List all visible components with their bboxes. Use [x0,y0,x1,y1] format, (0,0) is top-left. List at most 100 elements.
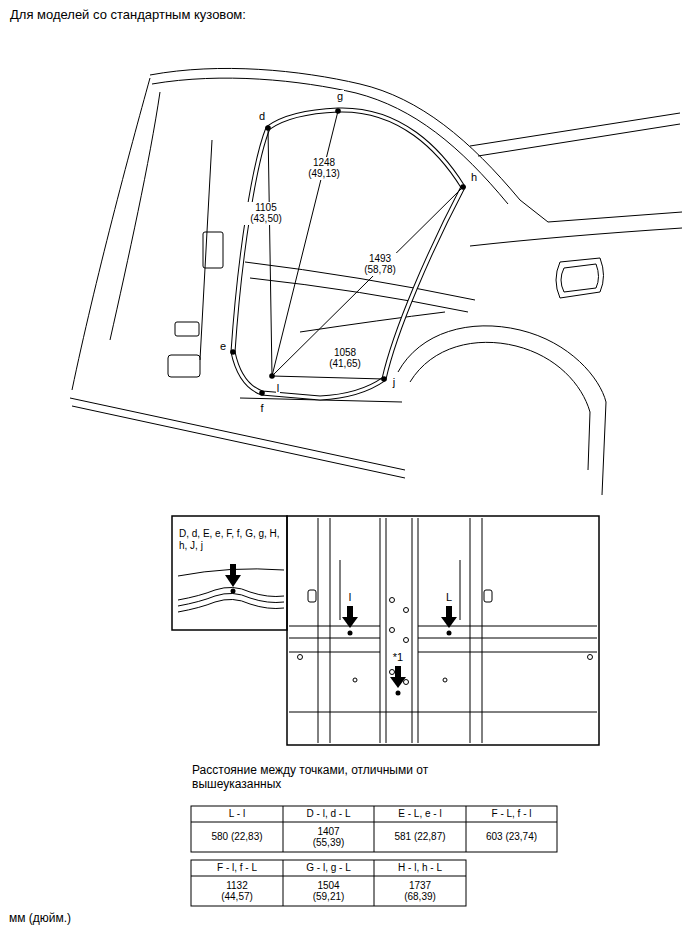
table-header-cell: H - l, h - L [397,862,443,874]
floor-inset [588,655,593,660]
dimension-table [374,806,375,852]
table-value-cell: 1132 (44,57) [210,880,264,903]
measuring-point [230,108,466,396]
floor-inset [484,590,492,602]
floor-inset [289,626,380,627]
dimension-line [272,376,384,379]
floor-inset [287,516,599,745]
table-header-cell: G - l, g - L [305,862,351,874]
floor-inset [482,518,483,743]
floor-inset [418,626,597,627]
dimension-table [466,806,467,852]
car-body-outline [300,312,445,332]
dimension-table [191,876,466,877]
car-body-outline [556,258,604,298]
car-body-outline [588,412,590,470]
floor-inset [404,608,409,613]
point-label: d [258,110,266,123]
floor-inset [446,606,452,618]
car-body-outline [203,232,223,268]
seam-inset [172,516,287,630]
dimension-table [191,806,557,906]
measuring-point [335,108,341,114]
measuring-point [460,184,466,190]
car-body-outline [150,68,548,222]
door-opening-seal [233,110,463,398]
car-body-outline [72,78,150,390]
car-body-outline [478,124,680,156]
floor-inset [443,678,447,682]
car-body-outline [200,140,212,360]
floor-inset [412,518,413,743]
seam-inset [178,599,284,612]
floor-inset [404,638,409,643]
car-body-outline [110,92,160,340]
table-value-cell: 580 (22,83) [210,831,264,843]
floor-inset [340,560,341,620]
dimension-value: 1058 (41,65) [321,347,369,370]
floor-inset [289,638,380,639]
floor-inset [298,655,303,660]
car-body-outline [250,278,468,312]
seam-inset [231,589,236,594]
dimension-line [268,111,463,379]
door-opening-seal [233,110,463,398]
floor-inset [289,518,597,743]
floor-inset [342,606,457,696]
measuring-point [265,125,271,131]
dimension-value: 1248 (49,13) [300,157,348,180]
floor-inset [380,518,381,743]
point-label: e [219,340,227,353]
callout-number: *1 [392,651,404,664]
floor-inset [347,606,353,618]
dimension-table [191,860,466,906]
dimension-line [268,128,272,376]
dimension-table [191,806,557,852]
car-body-outline [72,406,405,478]
point-label: l [348,591,352,604]
dimension-line [272,187,463,376]
floor-inset [330,518,331,743]
dimension-table [283,860,284,906]
dimension-value: 1493 (58,78) [356,253,404,276]
unit-note: мм (дюйм.) [8,912,72,926]
table-header-cell: D - l, d - L [306,808,352,820]
dimension-value: 1105 (43,50) [242,202,290,225]
floor-inset [390,598,395,603]
car-body-outline [168,355,200,377]
measuring-point [230,349,236,355]
floor-inset [390,677,406,688]
point-label: h [470,171,478,184]
car-body-outline [602,402,606,495]
point-label: j [392,376,396,389]
floor-inset [460,560,461,620]
car-body-outline [70,68,682,495]
floor-inset [418,518,419,743]
floor-inset [353,678,357,682]
floor-inset [308,590,316,602]
floor-inset [470,518,471,743]
table-header-cell: E - L, e - l [397,808,442,820]
floor-inset [441,617,457,628]
car-body-outline [548,212,682,222]
floor-inset [447,631,452,636]
measuring-point [381,376,387,382]
car-body-outline [470,228,682,246]
page-title: Для моделей со стандартным кузовом: [10,8,246,23]
floor-inset [418,638,597,639]
floor-inset [386,518,387,743]
point-label: f [259,402,264,415]
floor-inset [289,652,380,653]
car-body-outline [561,264,599,292]
table-value-cell: 581 (22,87) [393,831,447,843]
door-opening-seal [233,110,463,398]
floor-inset [287,516,599,745]
car-body-outline [175,322,199,336]
floor-inset [396,691,401,696]
table-value-cell: 1504 (59,21) [302,880,356,903]
table-value-cell: 1737 (68,39) [393,880,447,903]
floor-inset [348,631,353,636]
measuring-point [259,390,265,396]
floor-inset [318,518,319,743]
